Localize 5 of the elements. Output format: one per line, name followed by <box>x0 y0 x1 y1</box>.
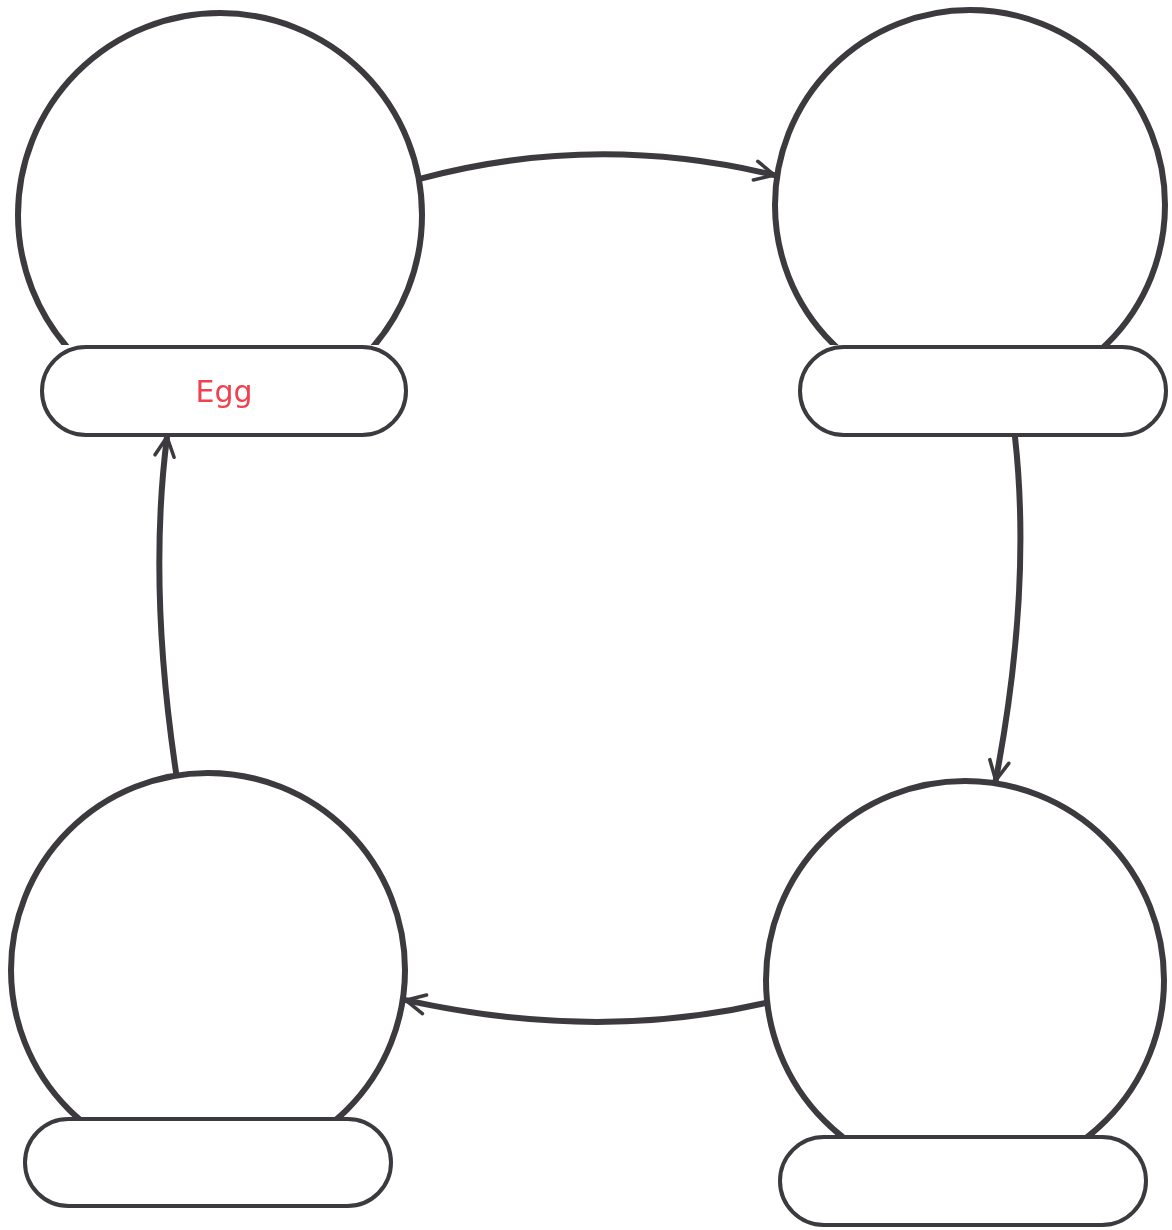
curved-arrow <box>418 151 778 183</box>
curved-arrow <box>153 434 180 776</box>
stage-label: Egg <box>195 373 253 409</box>
curved-arrow <box>402 992 768 1025</box>
curved-arrow <box>987 434 1024 784</box>
